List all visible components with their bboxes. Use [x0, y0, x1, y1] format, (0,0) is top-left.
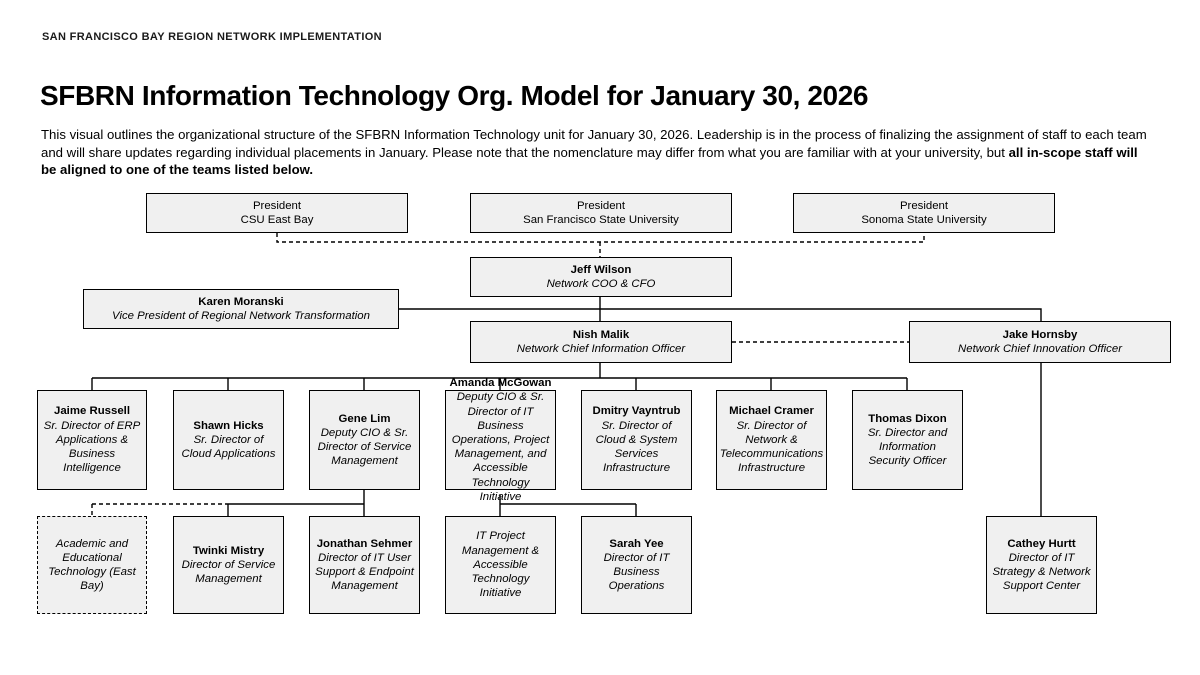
node-person-name: Sarah Yee	[609, 537, 664, 550]
node-person-name: Jonathan Sehmer	[316, 537, 413, 550]
node-role-title: Sr. Director of Cloud Applications	[181, 433, 276, 461]
org-node-it-project-mgmt[interactable]: IT Project Management & Accessible Techn…	[445, 516, 556, 614]
connector-karen-to-hornsby	[399, 308, 1042, 321]
node-person-name: Amanda McGowan	[449, 377, 552, 390]
node-role-title: Sr. Director and Information Security Of…	[867, 426, 948, 468]
node-person-name: Dmitry Vayntrub	[592, 405, 681, 418]
node-role-title: Vice President of Regional Network Trans…	[112, 310, 370, 322]
node-role-title: Academic and Educational Technology (Eas…	[48, 537, 136, 593]
node-role-title: Sr. Director of Network & Telecommunicat…	[719, 419, 824, 475]
intro-paragraph: This visual outlines the organizational …	[41, 126, 1147, 179]
node-person-name: Jaime Russell	[54, 405, 130, 418]
node-role-title: Deputy CIO & Sr. Director of Service Man…	[317, 426, 412, 468]
node-person-name: Shawn Hicks	[193, 419, 264, 432]
node-person-name: Karen Moranski	[198, 295, 284, 308]
node-person-name: President	[252, 199, 302, 212]
node-person-name: Gene Lim	[338, 412, 391, 425]
eyebrow-label: SAN FRANCISCO BAY REGION NETWORK IMPLEME…	[42, 31, 382, 43]
node-role-title: CSU East Bay	[240, 214, 314, 226]
node-role-title: Director of Service Management	[181, 558, 276, 586]
node-role-title: IT Project Management & Accessible Techn…	[461, 530, 540, 600]
node-role-title: Deputy CIO & Sr. Director of IT Business…	[451, 391, 550, 503]
node-person-name: Nish Malik	[572, 328, 630, 341]
node-person-name: President	[899, 199, 949, 212]
node-role-title: Network Chief Information Officer	[516, 343, 686, 355]
page-title: SFBRN Information Technology Org. Model …	[40, 80, 869, 111]
node-role-title: Director of IT Strategy & Network Suppor…	[992, 551, 1091, 593]
node-person-name: Thomas Dixon	[868, 412, 947, 425]
intro-emphasis: all in-scope staff will be aligned to on…	[41, 144, 1138, 178]
node-person-name: Jeff Wilson	[570, 263, 632, 276]
node-role-title: Sr. Director of ERP Applications & Busin…	[43, 419, 141, 475]
node-role-title: Network COO & CFO	[546, 278, 656, 290]
node-role-title: Director of IT Business Operations	[603, 551, 670, 593]
node-person-name: President	[576, 199, 626, 212]
node-person-name: Twinki Mistry	[192, 544, 265, 557]
connector-pres-bus	[276, 233, 925, 243]
intro-text: This visual outlines the organizational …	[41, 127, 1147, 160]
node-role-title: Director of IT User Support & Endpoint M…	[315, 551, 414, 593]
node-person-name: Jake Hornsby	[1002, 328, 1078, 341]
node-person-name: Cathey Hurtt	[1007, 537, 1076, 550]
node-role-title: Sr. Director of Cloud & System Services …	[595, 419, 678, 475]
node-role-title: Network Chief Innovation Officer	[958, 343, 1122, 355]
node-role-title: San Francisco State University	[523, 214, 679, 226]
node-role-title: Sonoma State University	[861, 214, 987, 226]
org-node-academic-ed-tech[interactable]: Academic and Educational Technology (Eas…	[37, 516, 147, 614]
node-person-name: Michael Cramer	[729, 405, 814, 418]
